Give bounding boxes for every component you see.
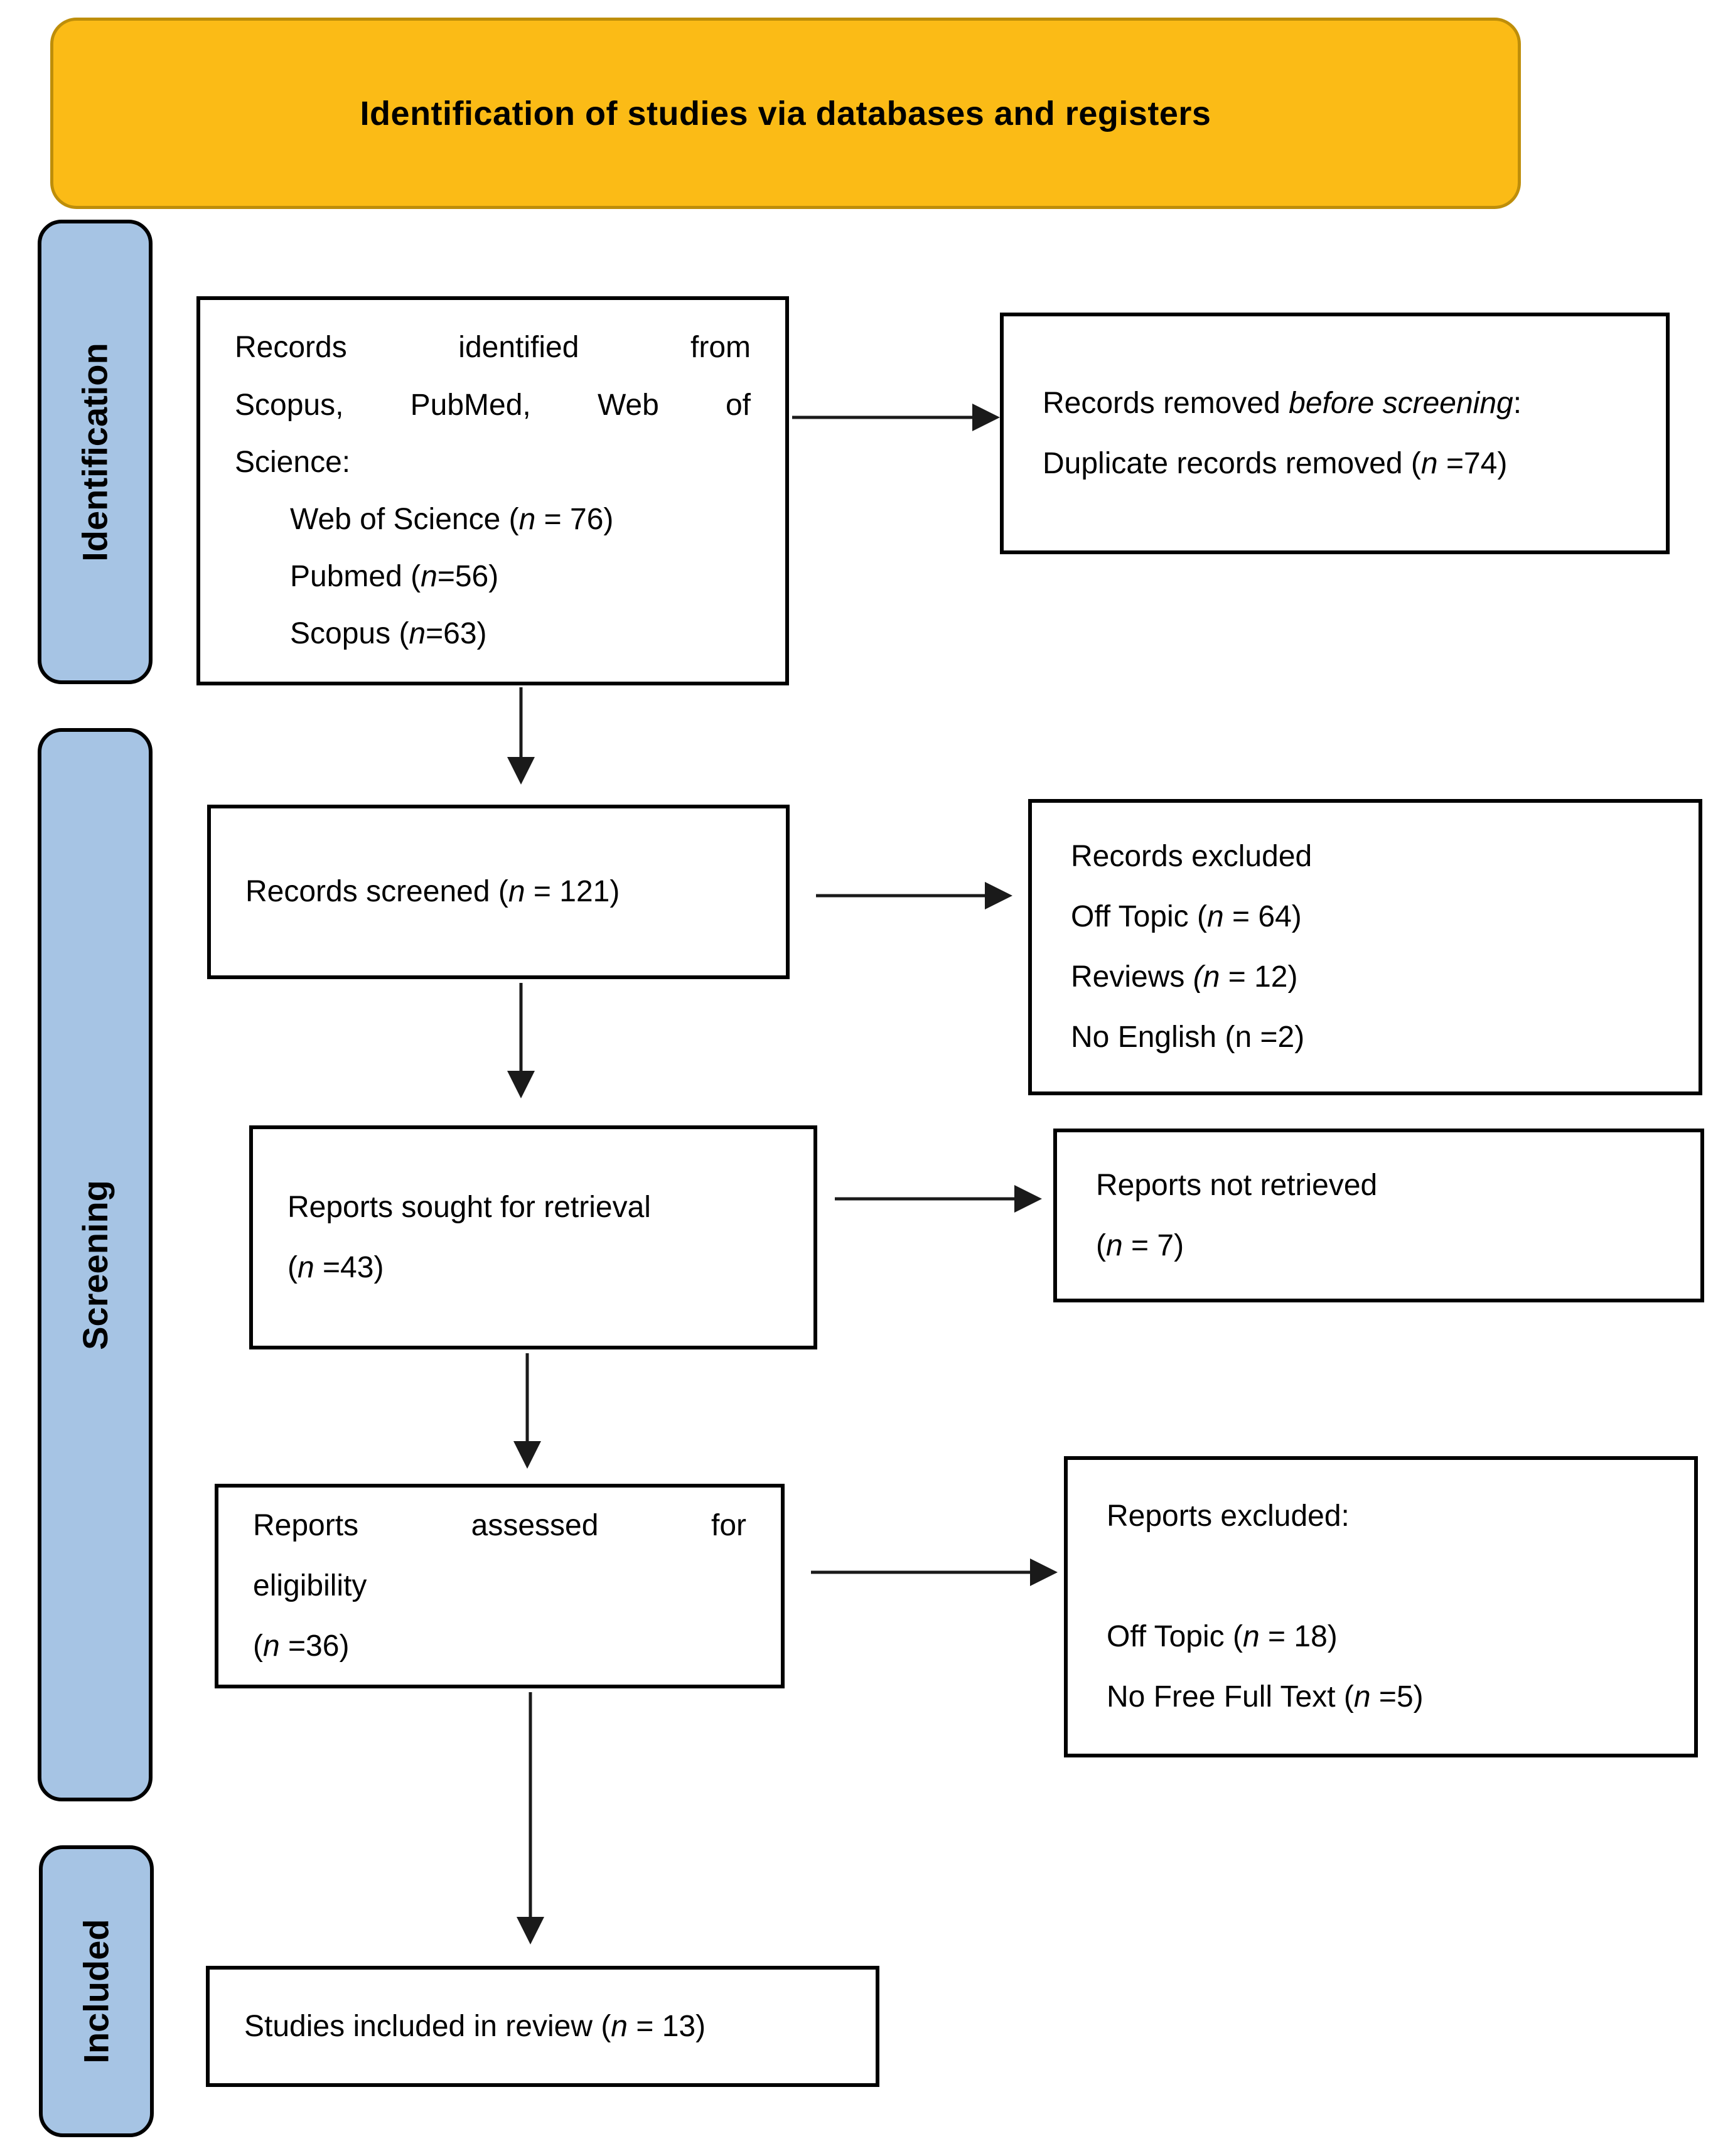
arrow-assessed-to-included bbox=[517, 1692, 544, 1944]
box-text-line: Pubmed (n=56) bbox=[290, 560, 499, 594]
box-text-line: Scopus (n=63) bbox=[290, 617, 487, 651]
box-text-line: No Free Full Text (n =5) bbox=[1107, 1680, 1424, 1714]
box-text-line: Scopus, PubMed, Web of bbox=[235, 388, 751, 422]
box-text-line: Reports not retrieved bbox=[1096, 1168, 1378, 1202]
box-records-removed: Records removed before screening: Duplic… bbox=[1000, 313, 1670, 554]
box-records-identified: Records identified from Scopus, PubMed, … bbox=[196, 296, 789, 685]
box-text-line: Records screened (n = 121) bbox=[245, 875, 620, 908]
box-reports-assessed: Reports assessed for eligibility (n =36) bbox=[215, 1484, 785, 1688]
arrow-identified-to-removed bbox=[792, 404, 1000, 431]
box-reports-not-retrieved: Reports not retrieved (n = 7) bbox=[1053, 1129, 1704, 1302]
box-text-line: (n =36) bbox=[253, 1629, 350, 1663]
diagram-title: Identification of studies via databases … bbox=[360, 94, 1211, 132]
box-text-line: Records removed before screening: bbox=[1043, 386, 1522, 420]
box-records-excluded: Records excluded Off Topic (n = 64) Revi… bbox=[1028, 799, 1702, 1095]
stage-included: Included bbox=[39, 1845, 154, 2137]
box-text-line: Reviews (n = 12) bbox=[1071, 960, 1298, 994]
stage-included-label: Included bbox=[77, 1919, 117, 2064]
stage-screening-label: Screening bbox=[75, 1179, 115, 1350]
header-banner: Identification of studies via databases … bbox=[50, 18, 1521, 209]
arrow-assessed-to-excluded bbox=[811, 1558, 1058, 1586]
box-text-line: Reports excluded: bbox=[1107, 1499, 1350, 1533]
box-reports-excluded: Reports excluded: Off Topic (n = 18) No … bbox=[1064, 1456, 1698, 1757]
box-text-line: (n = 7) bbox=[1096, 1228, 1184, 1262]
stage-identification-label: Identification bbox=[75, 342, 115, 562]
stage-identification: Identification bbox=[38, 220, 153, 684]
box-text-line bbox=[1107, 1547, 1660, 1607]
box-text-line: Reports sought for retrieval bbox=[287, 1190, 651, 1224]
box-text-line: Off Topic (n = 64) bbox=[1071, 900, 1302, 933]
box-text-line: Studies included in review (n = 13) bbox=[244, 2009, 706, 2043]
box-reports-sought: Reports sought for retrieval (n =43) bbox=[249, 1125, 817, 1349]
arrow-screened-to-excluded bbox=[816, 882, 1012, 909]
arrow-sought-to-not-retrieved bbox=[835, 1185, 1042, 1213]
box-text-line: Duplicate records removed (n =74) bbox=[1043, 446, 1508, 480]
stage-screening: Screening bbox=[38, 728, 153, 1801]
box-text-line: No English (n =2) bbox=[1071, 1021, 1305, 1054]
box-text-line: Off Topic (n = 18) bbox=[1107, 1620, 1338, 1653]
box-records-screened: Records screened (n = 121) bbox=[207, 805, 790, 979]
box-studies-included: Studies included in review (n = 13) bbox=[206, 1966, 879, 2087]
arrow-sought-to-assessed bbox=[513, 1353, 541, 1469]
box-text-line: Records excluded bbox=[1071, 840, 1312, 873]
box-text-line: (n =43) bbox=[287, 1250, 384, 1284]
box-text-line: eligibility bbox=[253, 1569, 367, 1602]
box-text-line: Web of Science (n = 76) bbox=[290, 503, 614, 536]
arrow-screened-to-sought bbox=[507, 983, 535, 1098]
arrow-identified-to-screened bbox=[507, 687, 535, 785]
box-text-line: Records identified from bbox=[235, 331, 751, 365]
box-text-line: Science: bbox=[235, 445, 351, 479]
box-text-line: Reports assessed for bbox=[253, 1509, 746, 1542]
